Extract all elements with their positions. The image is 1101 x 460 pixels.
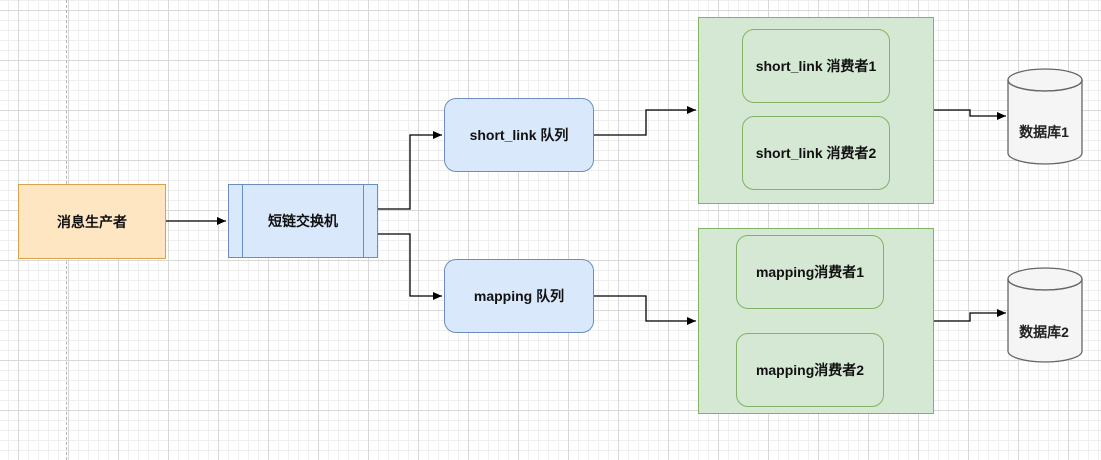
consumer-short-link-1[interactable]: short_link 消费者1 — [742, 29, 890, 103]
exchange-node[interactable]: 短链交换机 — [228, 184, 378, 258]
database-2-cylinder — [1007, 267, 1083, 363]
edge-queue1-to-group1 — [594, 106, 696, 136]
edge-group2-to-db2 — [934, 309, 1006, 322]
consumer-label: short_link 消费者1 — [755, 58, 877, 74]
edge-group1-to-db1 — [934, 109, 1006, 120]
database-1-label: 数据库1 — [1019, 124, 1069, 140]
producer-label: 消息生产者 — [57, 213, 127, 230]
consumer-short-link-2[interactable]: short_link 消费者2 — [742, 116, 890, 190]
exchange-label: 短链交换机 — [268, 213, 338, 229]
queue-mapping[interactable]: mapping 队列 — [444, 259, 594, 333]
consumer-mapping-2[interactable]: mapping消费者2 — [736, 333, 884, 407]
queue-mapping-label: mapping 队列 — [473, 288, 565, 304]
database-1-cylinder — [1007, 68, 1083, 165]
consumer-label: short_link 消费者2 — [755, 145, 877, 161]
consumer-mapping-1[interactable]: mapping消费者1 — [736, 235, 884, 309]
edge-queue2-to-group2 — [594, 295, 696, 325]
consumer-label: mapping消费者1 — [755, 264, 865, 280]
queue-short-link-label: short_link 队列 — [469, 127, 569, 143]
edge-exchange-to-queue2 — [378, 233, 442, 300]
queue-short-link[interactable]: short_link 队列 — [444, 98, 594, 172]
database-2-label: 数据库2 — [1019, 324, 1069, 340]
consumer-label: mapping消费者2 — [755, 362, 865, 378]
producer-node[interactable]: 消息生产者 — [18, 184, 166, 259]
edge-exchange-to-queue1 — [378, 131, 442, 210]
